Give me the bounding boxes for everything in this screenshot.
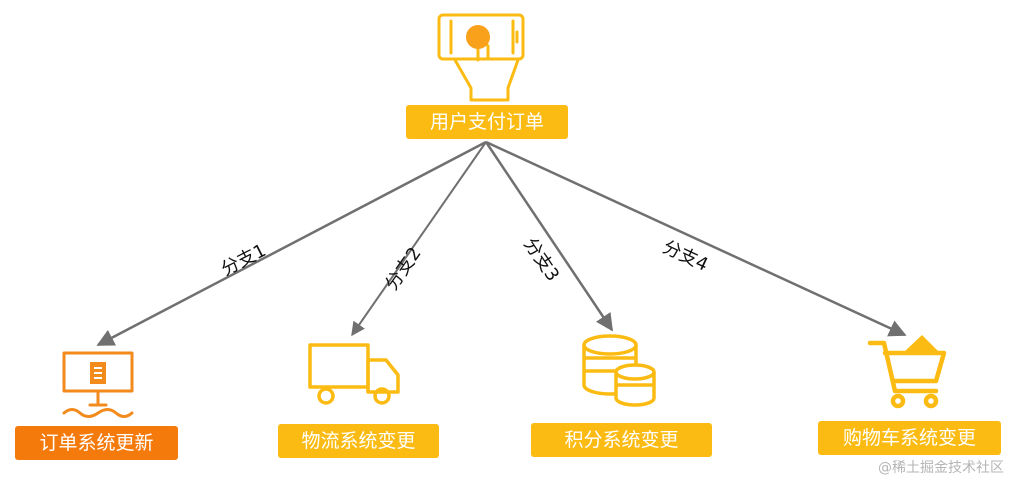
truck-icon [308, 343, 400, 405]
monitor-document-icon [62, 351, 134, 418]
arrow-branch-3 [484, 141, 614, 332]
phone-tap-dot-icon [466, 25, 490, 49]
phone-tap-icon [437, 13, 525, 102]
target-node-logistics: 物流系统变更 [278, 424, 439, 458]
arrow-branch-1 [96, 140, 487, 347]
target-node-points: 积分系统变更 [531, 423, 712, 457]
target-node-cart: 购物车系统变更 [818, 421, 1001, 455]
source-node-label: 用户支付订单 [406, 105, 568, 139]
watermark: @稀土掘金技术社区 [878, 460, 1004, 476]
arrow-branch-4 [485, 140, 907, 337]
target-node-order: 订单系统更新 [15, 426, 178, 460]
document-lines-icon [94, 367, 102, 379]
arrow-branch-2 [351, 141, 487, 337]
cart-items-icon [903, 335, 940, 353]
coin-stack-icon [582, 334, 656, 407]
